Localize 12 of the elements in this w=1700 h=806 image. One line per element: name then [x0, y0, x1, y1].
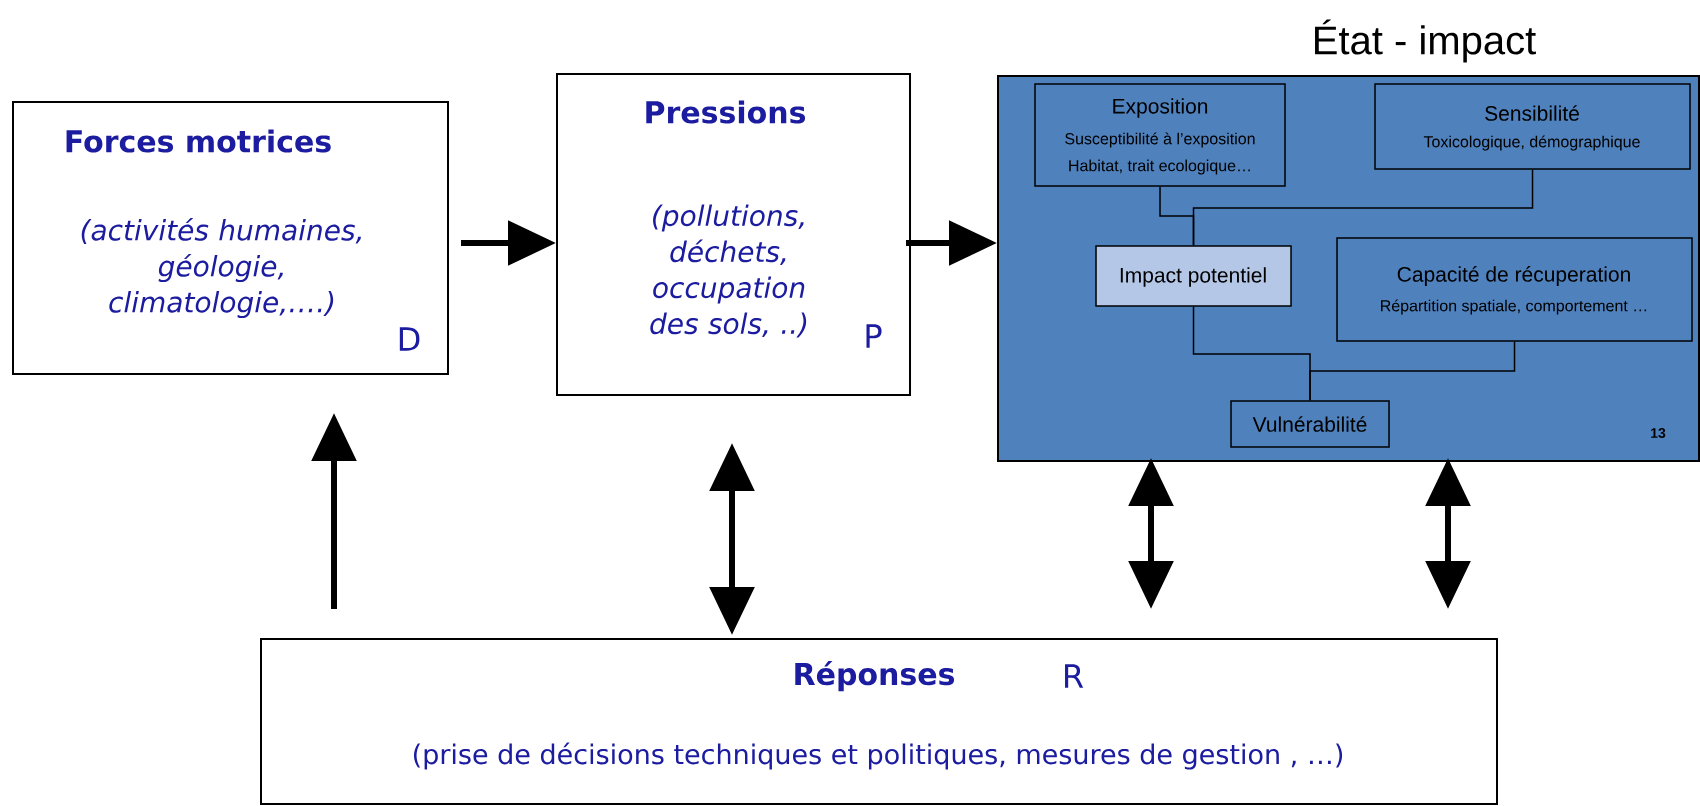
text-box: Impact potentiel [1095, 245, 1292, 307]
connector-line [1192, 169, 1534, 246]
concept-box: Forces motrices (activités humaines, géologie, climatologie,….) D [12, 101, 449, 375]
concept-box: Réponses R (prise de décisions techniques et politiques, mesures de gestion , …) [260, 638, 1498, 805]
concept-box: Pressions (pollutions, déchets, occupation des sols, ..) P [556, 73, 911, 396]
node-label: État - impact [1315, 19, 1536, 63]
page-number: 13 [1651, 428, 1666, 438]
text-box: Exposition Susceptibilité à l’exposition Habitat, trait ecologique… [1034, 83, 1286, 187]
text-box: Sensibilité Toxicologique, démographique [1374, 83, 1691, 170]
text-box: Vulnérabilité [1230, 400, 1390, 448]
text-box: Capacité de récuperation Répartition spatiale, comportement … [1336, 237, 1693, 342]
connector-line [1309, 341, 1516, 401]
